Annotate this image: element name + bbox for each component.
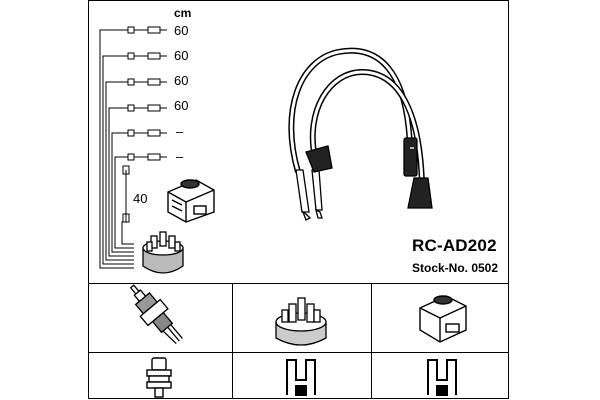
divider-col-1: [232, 283, 233, 399]
cable-schematic-icon: [99, 26, 167, 269]
product-code: RC-AD202: [412, 236, 497, 255]
coil-terminal-icon: [427, 359, 457, 396]
ignition-coil-icon: [167, 179, 215, 223]
ignition-cable-icon: [288, 47, 425, 186]
divider-bottom: [88, 352, 509, 353]
cap-terminal-icon: [286, 359, 316, 396]
cable-length-7: 40: [133, 191, 148, 206]
cable-length-1: 60: [174, 23, 189, 38]
cable-length-5: –: [176, 124, 184, 139]
stock-number: Stock-No. 0502: [412, 261, 499, 275]
distributor-cap-large-icon: [275, 297, 327, 346]
divider-top: [88, 283, 509, 284]
diagram-frame: [88, 0, 509, 399]
spark-plug-icon: [129, 284, 183, 345]
cable-length-4: 60: [174, 98, 189, 113]
distributor-cap-icon: [142, 231, 184, 274]
ignition-coil-large-icon: [419, 295, 467, 343]
cable-boot-icon: [295, 137, 433, 221]
unit-label: cm: [174, 6, 192, 20]
divider-col-2: [371, 283, 372, 399]
cable-length-3: 60: [174, 73, 189, 88]
cable-length-2: 60: [174, 48, 189, 63]
cable-length-6: –: [176, 149, 184, 164]
plug-connector-icon: [146, 357, 172, 398]
